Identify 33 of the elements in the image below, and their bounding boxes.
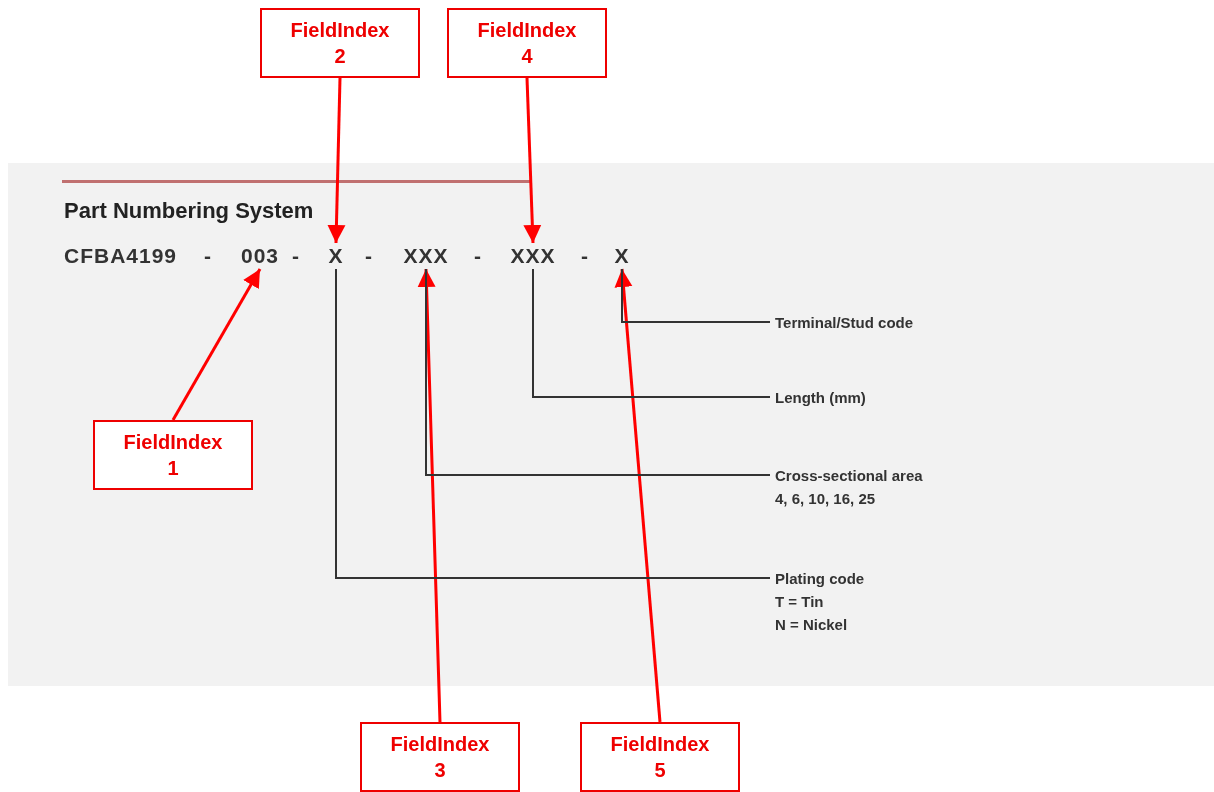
value-text: N = Nickel bbox=[775, 615, 849, 635]
separator-dash: - bbox=[292, 244, 300, 268]
arrow bbox=[417, 268, 442, 723]
arrow bbox=[523, 77, 542, 244]
leader-line bbox=[335, 268, 771, 579]
field-name: Cross-sectional area bbox=[775, 466, 923, 486]
code-field: X bbox=[324, 244, 348, 268]
leader-line bbox=[621, 268, 771, 323]
description-text: Terminal/Stud code bbox=[775, 311, 914, 334]
code-field: 003 bbox=[236, 244, 284, 268]
arrow bbox=[614, 268, 662, 723]
callout-box: FieldIndex 3 bbox=[360, 722, 520, 792]
separator-dash: - bbox=[365, 244, 373, 268]
callout-box: FieldIndex 2 bbox=[260, 8, 420, 78]
leader-line bbox=[425, 268, 771, 476]
separator-dash: - bbox=[581, 244, 589, 268]
value-text: T = Tin bbox=[775, 592, 825, 612]
separator-dash: - bbox=[204, 244, 212, 268]
arrow bbox=[171, 268, 262, 421]
heading: Part Numbering System bbox=[64, 198, 314, 224]
description-text: Length (mm) bbox=[775, 386, 866, 409]
field-name: Plating code bbox=[775, 569, 865, 589]
callout-box: FieldIndex 4 bbox=[447, 8, 607, 78]
separator-dash: - bbox=[474, 244, 482, 268]
leader-line bbox=[532, 268, 771, 398]
callout-box: FieldIndex 1 bbox=[93, 420, 253, 490]
code-field: XXX bbox=[503, 244, 563, 268]
code-field: X bbox=[610, 244, 634, 268]
code-field: XXX bbox=[396, 244, 456, 268]
callout-box: FieldIndex 5 bbox=[580, 722, 740, 792]
arrow bbox=[327, 77, 346, 244]
value-text: 4, 6, 10, 16, 25 bbox=[775, 489, 877, 509]
part-number-prefix: CFBA4199 bbox=[64, 244, 178, 268]
